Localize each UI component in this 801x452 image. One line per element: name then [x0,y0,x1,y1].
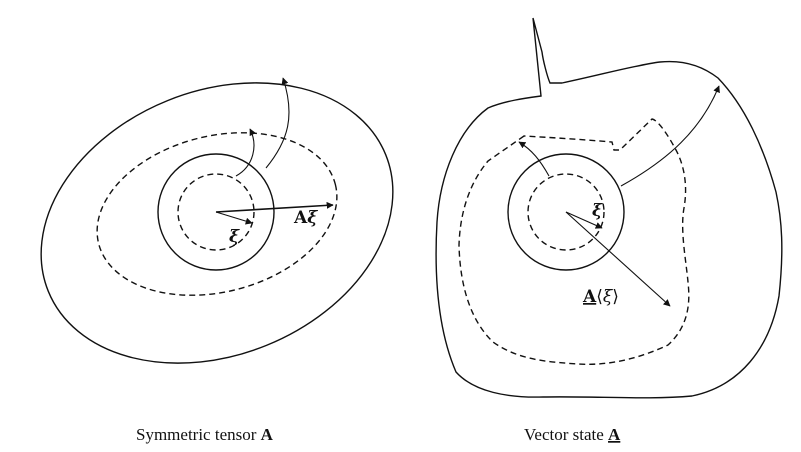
right-state-xi: ξ [603,287,614,307]
right-panel: ξ A⟨ξ⟩ Vector state A [435,17,783,444]
right-state-open: ⟨ [596,287,603,307]
right-xi-arrow [565,211,603,229]
right-outer-boundary [435,17,783,399]
left-a-xi-label: Aξ [293,208,318,228]
right-state-symbol: A [582,287,597,307]
left-xi-arrow [215,211,253,225]
right-state-arrow [565,211,671,307]
left-solid-circle [157,153,275,271]
left-caption-text: Symmetric tensor [136,425,257,444]
left-xi-label: ξ [229,227,240,247]
right-curved-arrow-large [620,85,720,187]
left-a-xi-symbol: ξ [307,208,318,228]
left-a-xi-arrow [215,201,334,213]
right-dashed-circle [527,173,605,251]
right-state-close: ⟩ [612,287,619,307]
right-dashed-boundary [458,118,690,366]
right-xi-label: ξ [592,201,603,221]
left-dashed-ellipse [96,132,338,296]
right-caption-symbol: A [608,425,621,444]
right-curved-arrow-small [518,141,550,177]
right-caption: Vector state A [524,425,621,444]
right-state-label: A⟨ξ⟩ [582,287,619,307]
left-a-symbol: A [293,208,308,228]
left-curved-arrow-small [235,128,256,177]
right-caption-text: Vector state [524,425,604,444]
right-solid-circle [507,153,625,271]
left-outer-ellipse [40,82,394,364]
left-caption-symbol: A [261,425,274,444]
left-dashed-circle [177,173,255,251]
left-panel: ξ Aξ Symmetric tensor A [40,77,394,444]
left-curved-arrow-large [265,77,290,169]
left-caption: Symmetric tensor A [136,425,274,444]
